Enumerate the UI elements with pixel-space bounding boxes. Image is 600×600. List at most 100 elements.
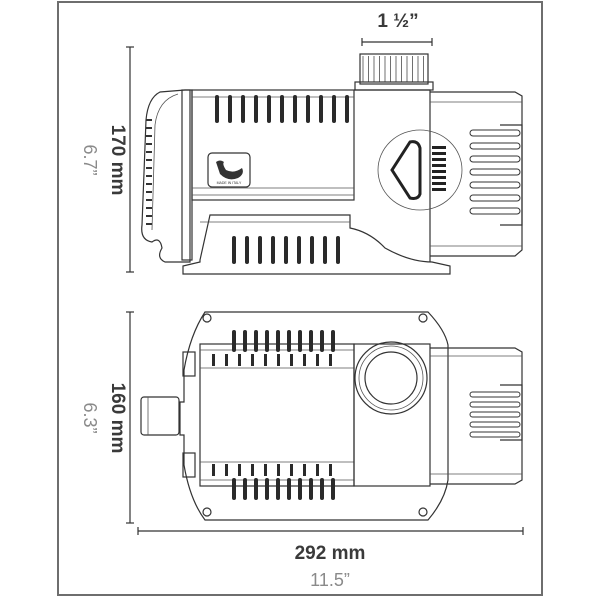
vent-slot [303, 464, 306, 476]
grille-bar [432, 152, 446, 155]
vent-slot [232, 236, 236, 264]
vent-slot [254, 95, 258, 123]
vent-slot [310, 236, 314, 264]
vent-slot [254, 478, 258, 500]
vent-slot [276, 330, 280, 352]
frame-border [57, 1, 543, 596]
vent-slot [251, 464, 254, 476]
flow-adjuster [377, 129, 463, 211]
cable-gland [140, 396, 180, 436]
handle [141, 89, 191, 263]
cooling-fin [469, 431, 521, 438]
motor-housing [191, 89, 355, 201]
cooling-fin [469, 129, 521, 137]
vent-slot [258, 236, 262, 264]
vent-slot [215, 95, 219, 123]
grille-bar [432, 188, 446, 191]
height-imperial-label: 6.7” [80, 144, 100, 175]
vent-slot [306, 95, 310, 123]
dimension-lines [126, 38, 524, 535]
vent-slot [228, 95, 232, 123]
length-metric-label: 292 mm [295, 543, 366, 564]
vent-slot [267, 95, 271, 123]
vent-slot [225, 464, 228, 476]
vent-slot [238, 464, 241, 476]
vent-slot [297, 236, 301, 264]
vent-slot [293, 95, 297, 123]
height-metric-label: 170 mm [107, 125, 128, 196]
cooling-fin [469, 411, 521, 418]
vent-slot [329, 354, 332, 366]
vent-slot [287, 478, 291, 500]
grille-bar [432, 170, 446, 173]
vent-slot [245, 236, 249, 264]
vent-slot [319, 95, 323, 123]
vent-slot [277, 464, 280, 476]
mount-hole [202, 313, 212, 323]
cooling-fin [469, 194, 521, 202]
grille-bar [432, 176, 446, 179]
cooling-fin [469, 391, 521, 398]
vent-slot [241, 95, 245, 123]
vent-slot [212, 464, 215, 476]
vent-slot [287, 330, 291, 352]
mount-hole [418, 313, 428, 323]
vent-slot [303, 354, 306, 366]
vent-slot [264, 354, 267, 366]
cooling-fin [469, 181, 521, 189]
mount-hole [202, 507, 212, 517]
vent-slot [276, 478, 280, 500]
mount-hole [418, 507, 428, 517]
vent-slot [254, 330, 258, 352]
whale-logo-icon [216, 160, 243, 180]
vent-slot [265, 330, 269, 352]
vent-slot [316, 354, 319, 366]
outlet-port [354, 341, 428, 415]
cooling-fin [469, 142, 521, 150]
vent-slot [290, 354, 293, 366]
cooling-fin [469, 168, 521, 176]
base-plate [179, 311, 449, 521]
vent-slot [238, 354, 241, 366]
vent-slot [265, 478, 269, 500]
pump-top-view [140, 311, 523, 521]
vent-slot [225, 354, 228, 366]
vent-slot [264, 464, 267, 476]
cooling-fin [469, 155, 521, 163]
vent-slot [277, 354, 280, 366]
vent-slot [323, 236, 327, 264]
outlet-size-label: 1 ½” [377, 11, 418, 32]
vent-slot [232, 478, 236, 500]
outlet-thread [359, 53, 429, 85]
vent-slot [329, 464, 332, 476]
grille-bar [432, 158, 446, 161]
front-cover [430, 91, 523, 257]
vent-slot [280, 95, 284, 123]
vent-slot [345, 95, 349, 123]
base [182, 214, 451, 275]
flow-adjuster-knob-icon [390, 140, 422, 200]
vent-slot [298, 330, 302, 352]
cooling-fin [469, 401, 521, 408]
vent-slot [331, 330, 335, 352]
vent-slot [251, 354, 254, 366]
vent-slot [316, 464, 319, 476]
vent-slot [336, 236, 340, 264]
cooling-fin [469, 207, 521, 215]
vent-slot [271, 236, 275, 264]
made-in-italy-badge [207, 152, 251, 188]
length-imperial-label: 11.5” [310, 570, 350, 590]
vent-slot [243, 478, 247, 500]
vent-slot [284, 236, 288, 264]
grille-bar [432, 146, 446, 149]
vent-slot [309, 330, 313, 352]
grille-bar [432, 164, 446, 167]
vent-slot [320, 330, 324, 352]
cooling-fin [469, 421, 521, 428]
vent-slot [331, 478, 335, 500]
made-in-italy-text: MADE IN ITALY [217, 181, 242, 185]
vent-slot [290, 464, 293, 476]
vent-slot [332, 95, 336, 123]
